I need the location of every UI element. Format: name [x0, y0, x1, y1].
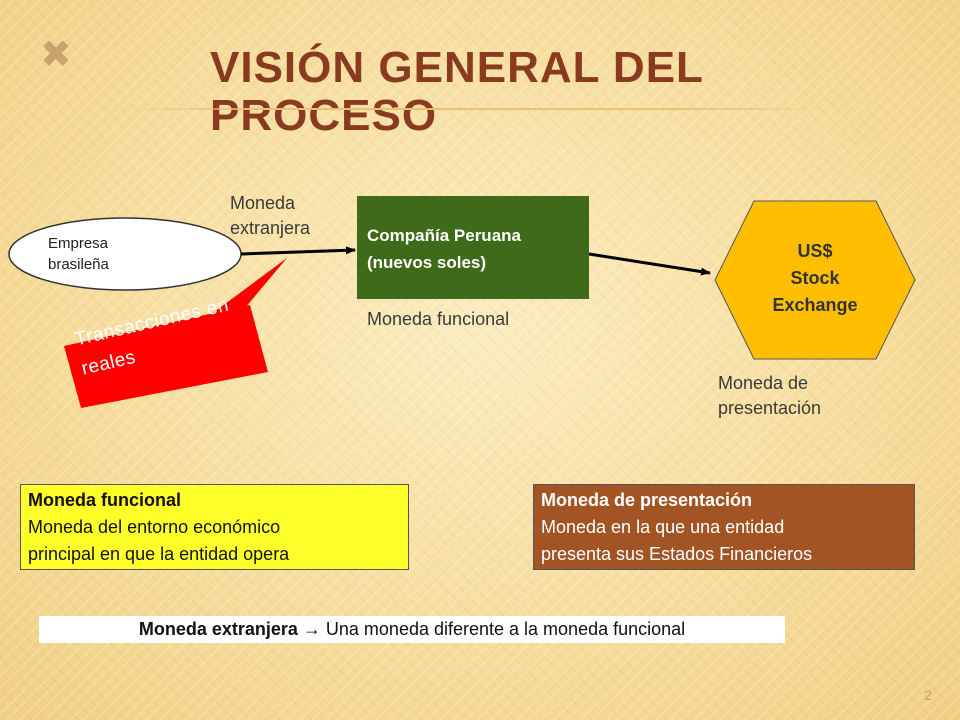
foreign-currency-term: Moneda extranjera — [138, 619, 298, 639]
functional-currency-definition-box: Moneda funcional Moneda del entorno econ… — [20, 484, 409, 570]
arrow-ellipse-to-company — [240, 246, 356, 256]
x-bullet-icon: ✖ — [40, 34, 72, 76]
transactions-callout-pointer — [210, 258, 287, 315]
functional-currency-heading: Moneda funcional — [28, 490, 181, 510]
brazilian-company-ellipse — [8, 217, 242, 291]
arrow-company-to-exchange — [588, 252, 711, 276]
functional-currency-label: Moneda funcional — [367, 309, 510, 329]
presentation-currency-heading: Moneda de presentación — [541, 490, 753, 510]
presentation-currency-body: Moneda en la que una entidad presenta su… — [541, 517, 813, 564]
arrow-right-icon: → — [302, 619, 321, 639]
functional-currency-body: Moneda del entorno económico principal e… — [28, 517, 290, 564]
peruvian-company-box: Compañía Peruana (nuevos soles) — [357, 196, 589, 299]
stock-exchange-hexagon — [714, 200, 916, 360]
transactions-callout-shape — [64, 305, 268, 408]
page-number: 2 — [924, 687, 932, 703]
brazilian-company-label: Empresa brasileña — [48, 235, 109, 273]
foreign-currency-label: Moneda extranjera — [230, 193, 311, 238]
presentation-currency-definition-box: Moneda de presentación Moneda en la que … — [533, 484, 915, 570]
foreign-currency-definition-bar: Moneda extranjera → Una moneda diferente… — [39, 616, 785, 643]
foreign-currency-definition-text: Una moneda diferente a la moneda funcion… — [320, 619, 686, 639]
presentation-currency-label: Moneda de presentación — [718, 373, 822, 418]
slide-title: VISIÓN GENERAL DEL PROCESO — [210, 43, 704, 140]
stock-exchange-label: US$ Stock Exchange — [772, 241, 858, 315]
title-underline — [120, 108, 820, 110]
